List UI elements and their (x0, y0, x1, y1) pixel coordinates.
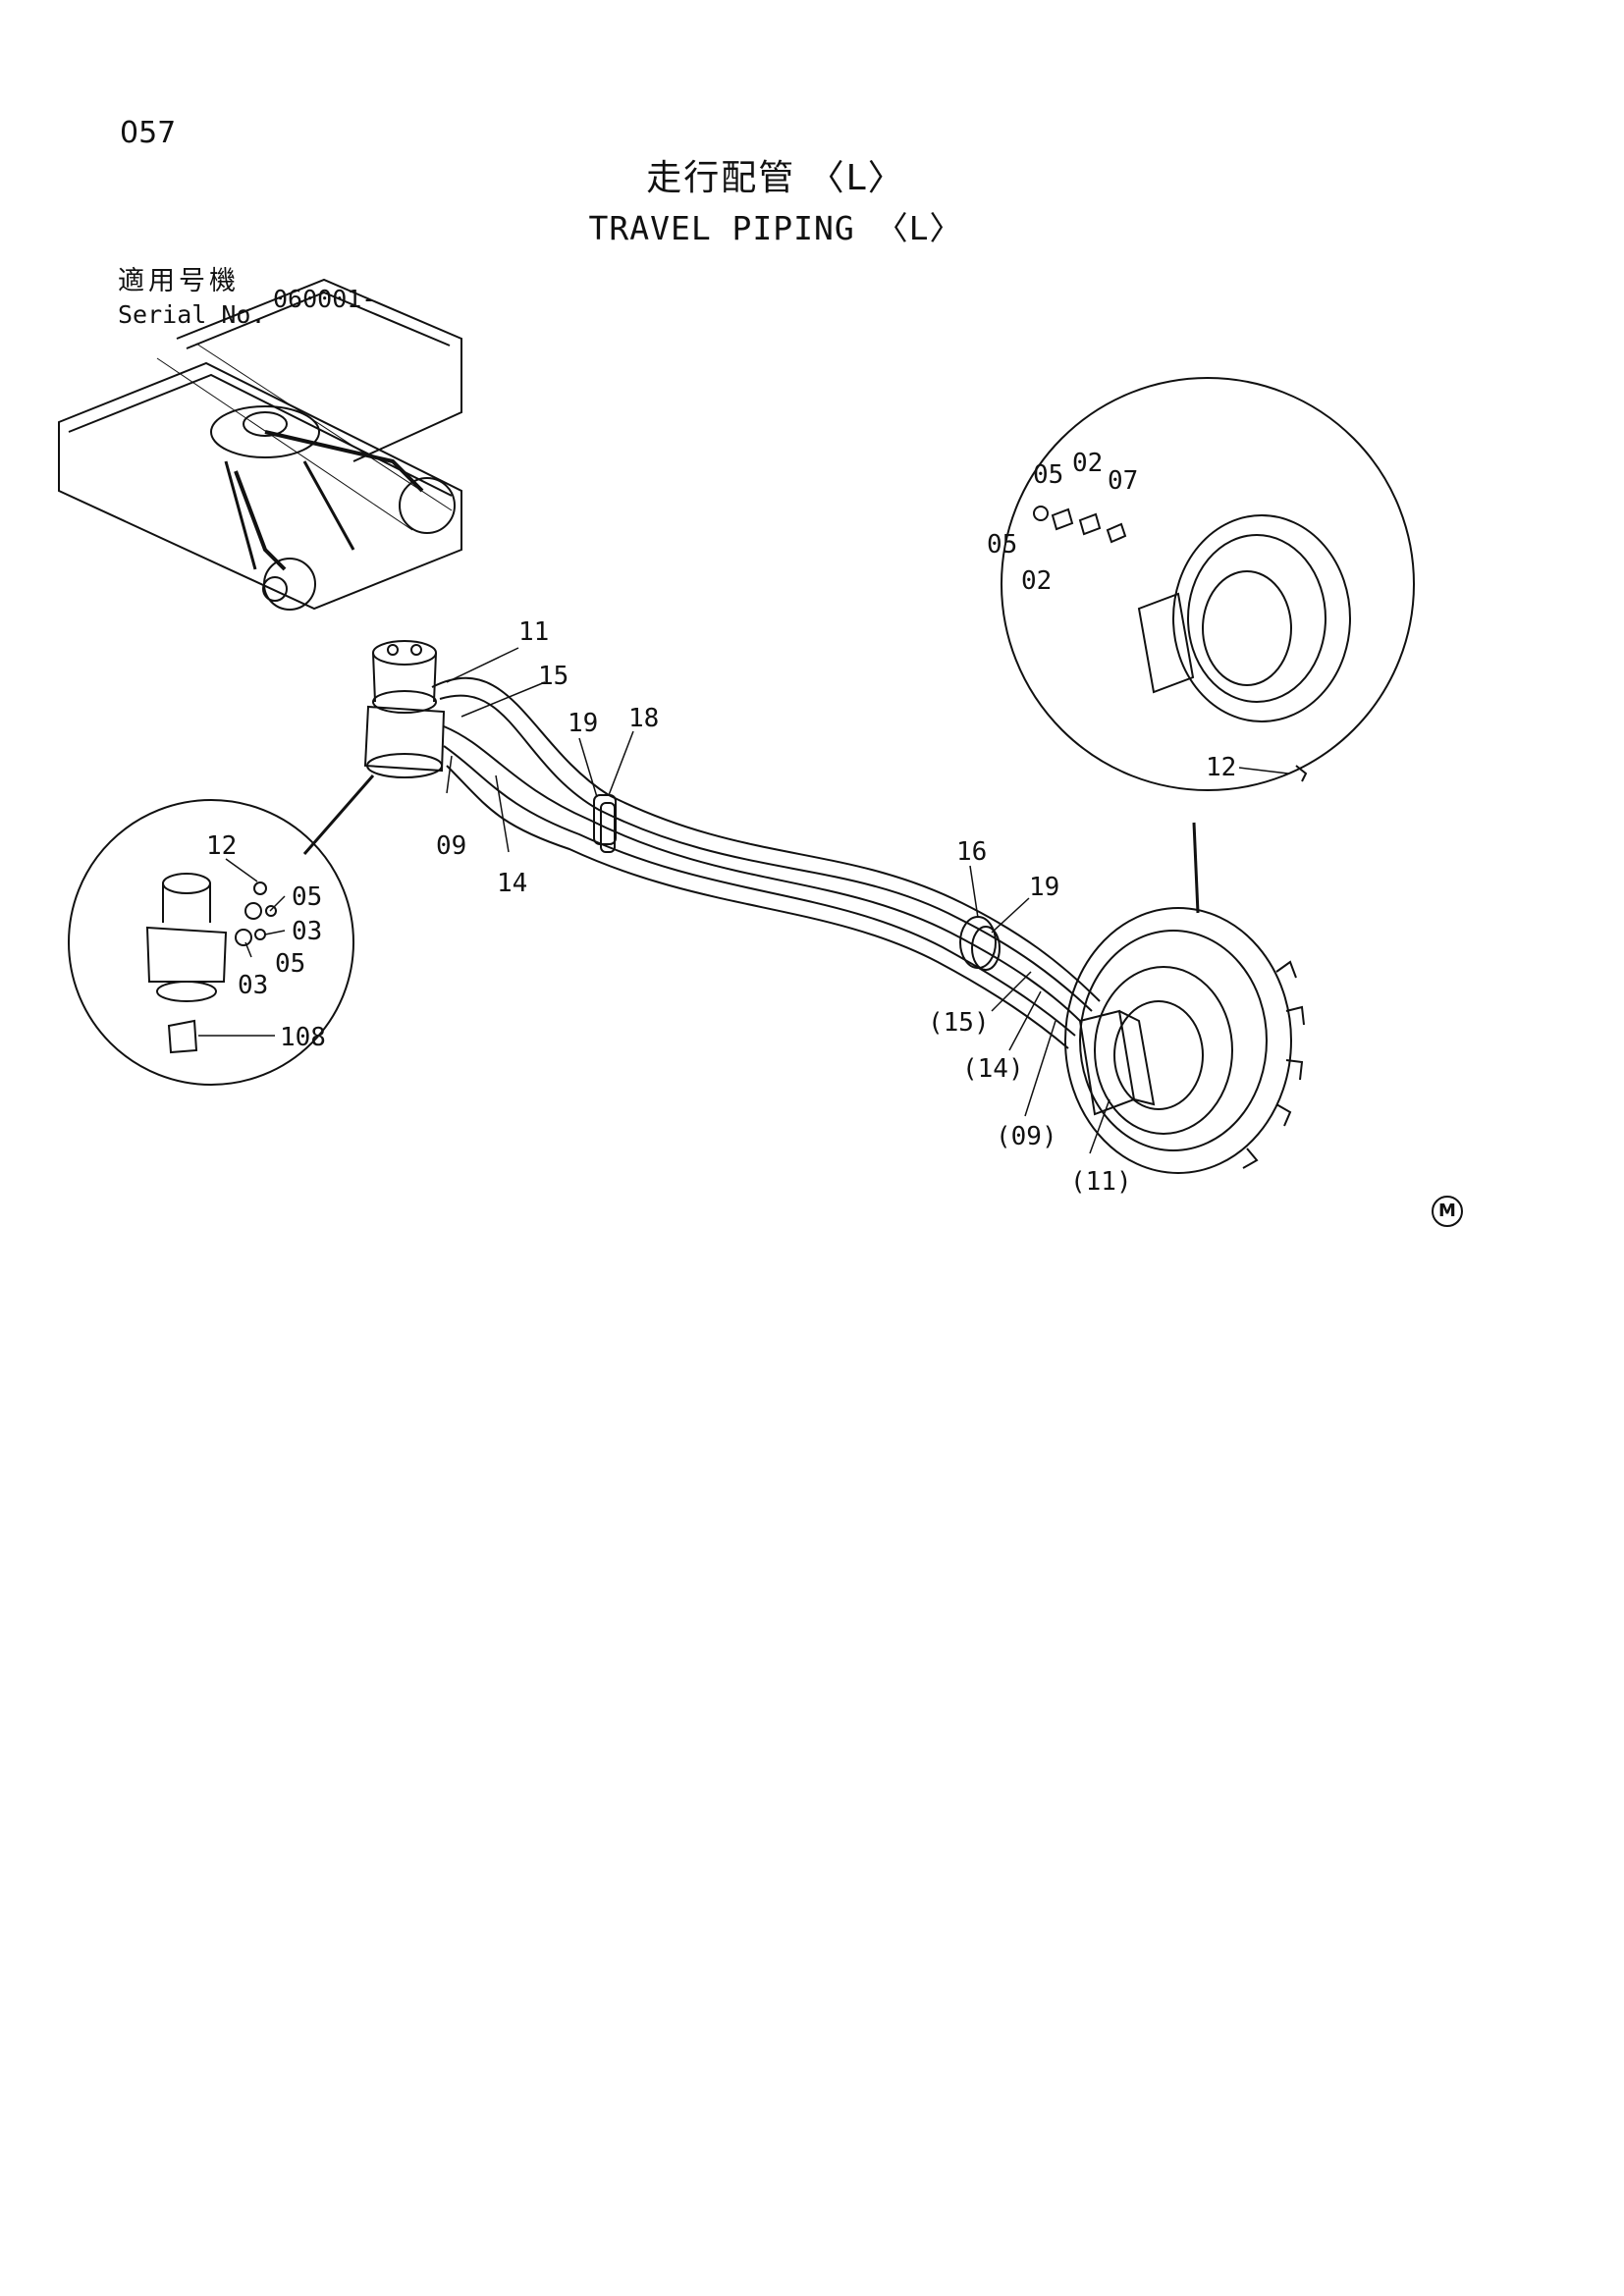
hose-bundle (431, 676, 1101, 1049)
detail-callout-02-r: 02 (1072, 449, 1103, 478)
callout-16: 16 (956, 837, 987, 867)
marker-m: M (1432, 1196, 1463, 1227)
title-english: TRAVEL PIPING 〈L〉 (588, 209, 963, 247)
clamp-16-19 (959, 916, 1001, 971)
detail-callout-03-b: 03 (238, 971, 268, 1000)
callout-14-ref: (14) (962, 1054, 1024, 1084)
undercarriage-overview (58, 278, 462, 611)
callout-15: 15 (538, 662, 568, 691)
callout-labels: 11 15 19 18 09 14 16 19 (15) (14) (09) (… (206, 449, 1236, 1197)
callout-11-ref: (11) (1070, 1167, 1132, 1197)
detail-callout-12-r: 12 (1206, 753, 1236, 782)
detail-callout-05-b: 05 (275, 949, 305, 979)
page-number: 057 (120, 116, 177, 150)
callout-11: 11 (518, 617, 549, 647)
detail-circle-center-joint (68, 774, 375, 1086)
detail-callout-108: 108 (280, 1023, 326, 1052)
title-japanese: 走行配管 〈L〉 (646, 158, 905, 198)
detail-callout-02-r-b: 02 (1021, 566, 1052, 596)
detail-callout-12: 12 (206, 831, 237, 861)
detail-circle-travel-motor (1001, 377, 1415, 914)
callout-09-ref: (09) (996, 1122, 1057, 1151)
callout-15-ref: (15) (928, 1008, 990, 1038)
detail-callout-05-r: 05 (1033, 460, 1063, 490)
serial-label-japanese: 適用号機 (118, 266, 240, 296)
detail-callout-05: 05 (292, 882, 322, 912)
callout-14: 14 (497, 869, 527, 898)
leader-lines (198, 647, 1289, 1154)
callout-19: 19 (568, 709, 598, 738)
clamp-19-18 (593, 794, 617, 853)
detail-callout-07: 07 (1108, 466, 1138, 496)
callout-09: 09 (436, 831, 466, 861)
detail-callout-03: 03 (292, 917, 322, 946)
callout-19-b: 19 (1029, 873, 1059, 902)
callout-18: 18 (628, 704, 659, 733)
travel-motor-sprocket (1064, 907, 1305, 1174)
detail-callout-05-r-b: 05 (987, 530, 1017, 560)
center-joint-main (363, 640, 446, 778)
serial-label-english: Serial No. (118, 300, 266, 329)
